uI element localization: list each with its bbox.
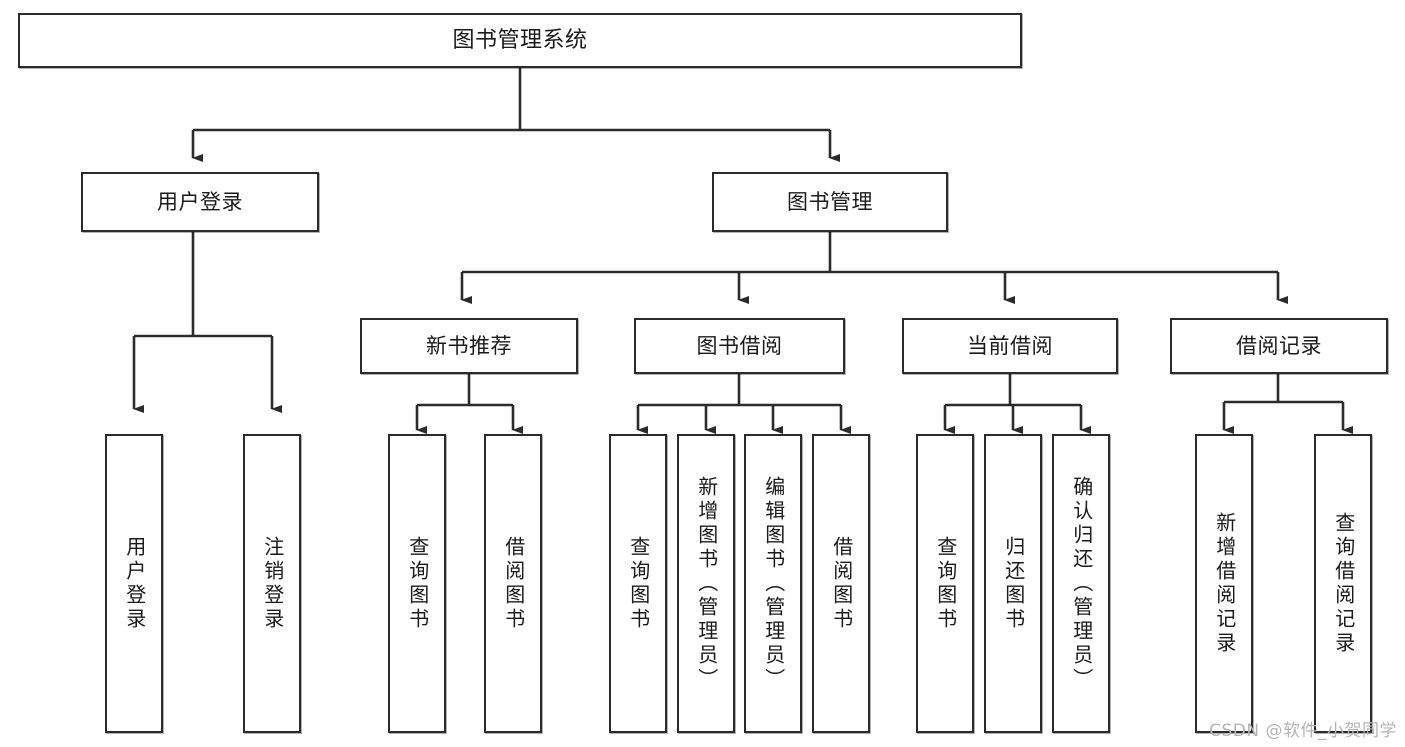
node-borrow-record[interactable]: 借阅记录	[1170, 318, 1388, 374]
node-leaf-query-book-2-label: 查询图书	[626, 535, 651, 632]
node-leaf-query-book-3-label: 查询图书	[933, 535, 958, 632]
node-book-borrow-label: 图书借阅	[696, 333, 783, 358]
node-leaf-add-book-label: 新增图书（管理员）	[694, 475, 719, 692]
node-leaf-edit-book[interactable]: 编辑图书（管理员）	[744, 434, 802, 733]
node-book-management-label: 图书管理	[787, 189, 873, 214]
node-leaf-query-book-2[interactable]: 查询图书	[609, 434, 667, 733]
node-leaf-query-record[interactable]: 查询借阅记录	[1314, 434, 1372, 733]
node-leaf-add-record[interactable]: 新增借阅记录	[1195, 434, 1253, 733]
node-leaf-return-book-label: 归还图书	[1001, 535, 1026, 632]
csdn-watermark: CSDN @软件_小贺同学	[1209, 721, 1397, 741]
node-leaf-confirm-return-label: 确认归还（管理员）	[1069, 475, 1094, 692]
node-leaf-user-login-label: 用户登录	[122, 535, 147, 632]
node-leaf-query-record-label: 查询借阅记录	[1331, 511, 1356, 656]
node-borrow-record-label: 借阅记录	[1236, 333, 1322, 358]
node-book-management[interactable]: 图书管理	[712, 172, 948, 232]
node-leaf-query-book-1-label: 查询图书	[405, 535, 430, 632]
node-leaf-borrow-book-2[interactable]: 借阅图书	[812, 434, 870, 733]
node-leaf-logout[interactable]: 注销登录	[243, 434, 301, 733]
node-leaf-logout-label: 注销登录	[260, 535, 285, 632]
node-root-system[interactable]: 图书管理系统	[18, 13, 1022, 68]
node-current-borrow-label: 当前借阅	[967, 333, 1053, 358]
node-leaf-borrow-book-1[interactable]: 借阅图书	[484, 434, 542, 733]
node-book-borrow[interactable]: 图书借阅	[634, 318, 845, 374]
node-leaf-borrow-book-2-label: 借阅图书	[829, 535, 854, 632]
node-leaf-borrow-book-1-label: 借阅图书	[501, 535, 526, 632]
node-leaf-confirm-return[interactable]: 确认归还（管理员）	[1052, 434, 1110, 733]
node-root-system-label: 图书管理系统	[452, 27, 588, 53]
node-leaf-query-book-1[interactable]: 查询图书	[388, 434, 446, 733]
node-leaf-return-book[interactable]: 归还图书	[984, 434, 1042, 733]
node-user-login[interactable]: 用户登录	[81, 172, 319, 232]
node-new-book-recommend-label: 新书推荐	[426, 333, 512, 358]
node-leaf-add-record-label: 新增借阅记录	[1212, 511, 1237, 656]
node-leaf-add-book[interactable]: 新增图书（管理员）	[677, 434, 735, 733]
node-new-book-recommend[interactable]: 新书推荐	[360, 318, 578, 374]
node-leaf-query-book-3[interactable]: 查询图书	[916, 434, 974, 733]
node-leaf-edit-book-label: 编辑图书（管理员）	[761, 475, 786, 692]
node-user-login-label: 用户登录	[157, 189, 243, 214]
node-current-borrow[interactable]: 当前借阅	[902, 318, 1118, 374]
node-leaf-user-login[interactable]: 用户登录	[105, 434, 163, 733]
